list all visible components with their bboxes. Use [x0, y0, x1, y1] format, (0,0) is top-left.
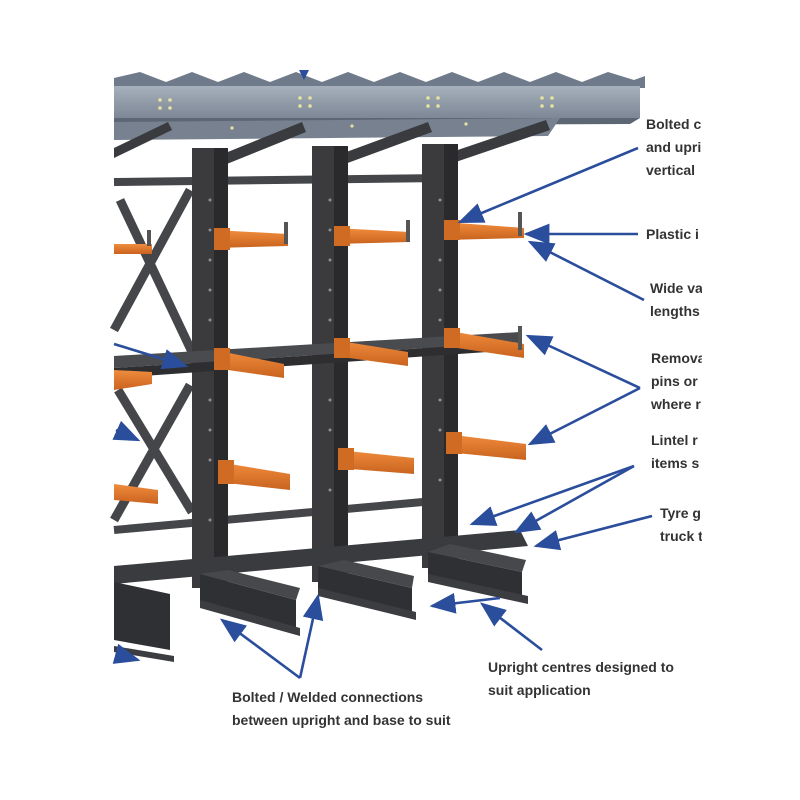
arm	[338, 448, 414, 474]
label-line: truck t	[660, 528, 702, 544]
callout-arrows	[112, 146, 653, 680]
label-line: Upright centres designed to	[488, 659, 674, 675]
label-plastic: Plastic i	[646, 223, 702, 246]
label-line: Bolted / Welded connections	[232, 689, 424, 705]
label-line: items s	[651, 455, 700, 471]
arm	[334, 220, 410, 246]
arm	[214, 222, 288, 250]
upright	[312, 146, 348, 582]
label-upright-centres: Upright centres designed to suit applica…	[488, 656, 674, 702]
label-line: lengths	[650, 303, 700, 319]
label-line: pins or	[651, 373, 698, 389]
cantilever-arms	[114, 212, 526, 504]
label-line: Lintel r	[651, 432, 698, 448]
label-line: Plastic i	[646, 226, 699, 242]
label-line: where r	[651, 396, 701, 412]
arm	[444, 326, 524, 358]
label-roof-bolted: Bolted c and upri vertical	[646, 113, 702, 182]
label-lintel: Lintel r items s	[651, 429, 702, 475]
label-wide: Wide va lengths	[650, 277, 702, 323]
label-line: Remova	[651, 350, 702, 366]
label-line: between upright and base to suit	[232, 712, 451, 728]
horizontal-bracing	[113, 174, 446, 534]
arm	[114, 370, 152, 390]
arm	[444, 212, 524, 240]
arm	[114, 230, 152, 254]
label-line: Bolted c	[646, 116, 702, 132]
label-line: Tyre g	[660, 505, 701, 521]
label-line: Wide va	[650, 280, 702, 296]
base	[114, 582, 174, 662]
base	[428, 544, 528, 604]
roof-cladding	[114, 70, 645, 140]
label-line: and upri	[646, 139, 702, 155]
arm	[334, 338, 408, 366]
base	[318, 560, 416, 620]
roof-support-arms	[114, 120, 550, 170]
label-base-connections: Bolted / Welded connections between upri…	[232, 686, 451, 732]
arm	[446, 432, 526, 460]
label-line: vertical	[646, 162, 696, 178]
arm	[214, 348, 284, 378]
label-tyre: Tyre g truck t	[660, 502, 702, 548]
label-line: suit application	[488, 682, 591, 698]
uprights	[192, 144, 458, 588]
label-removable: Remova pins or where r	[651, 347, 702, 416]
upright	[422, 144, 458, 568]
arm	[218, 460, 290, 490]
base	[200, 570, 300, 636]
upright-bases	[114, 530, 528, 662]
arm	[114, 484, 158, 504]
